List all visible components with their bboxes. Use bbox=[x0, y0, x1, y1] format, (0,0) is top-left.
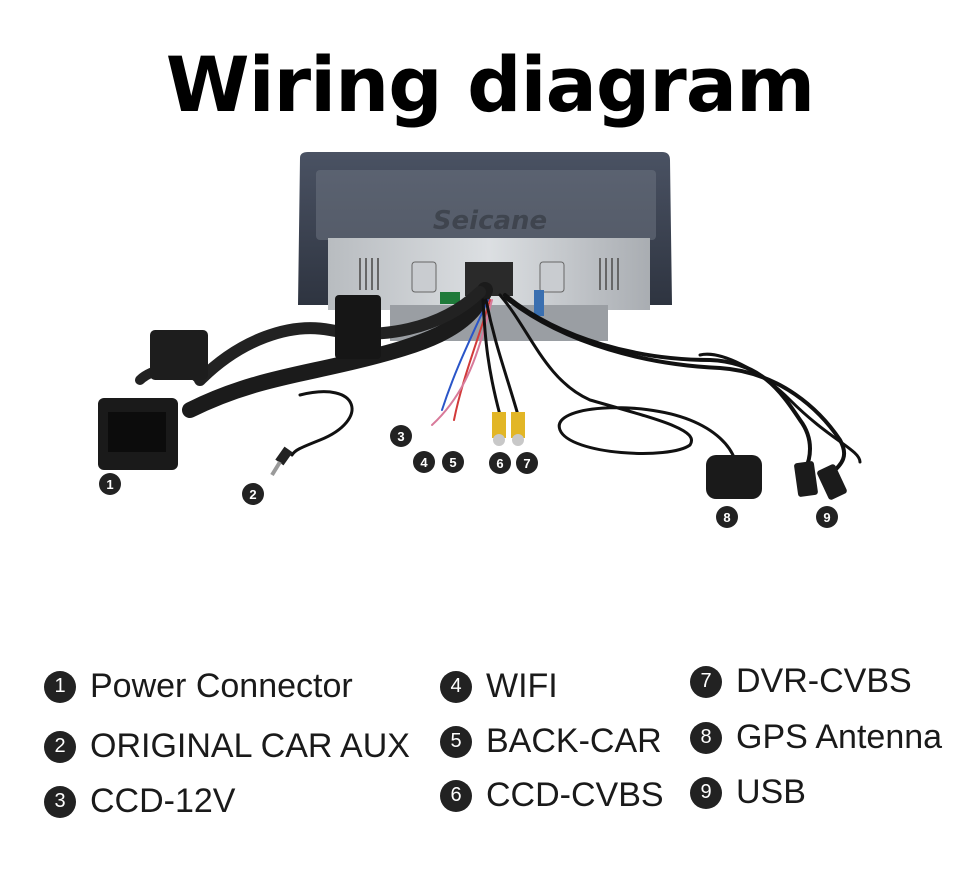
callout-2: 2 bbox=[242, 483, 264, 505]
callout-4: 4 bbox=[413, 451, 435, 473]
legend-item-1: 1 Power Connector bbox=[44, 667, 353, 706]
power-connector-plug bbox=[98, 295, 381, 470]
callout-3: 3 bbox=[390, 425, 412, 447]
legend-label: Power Connector bbox=[90, 667, 353, 705]
gps-antenna bbox=[706, 455, 762, 499]
page-title: Wiring diagram bbox=[165, 40, 815, 129]
callout-8: 8 bbox=[716, 506, 738, 528]
legend-number-badge: 1 bbox=[44, 670, 76, 703]
legend-number-badge: 5 bbox=[440, 725, 472, 758]
callout-9: 9 bbox=[816, 506, 838, 528]
legend-number-badge: 4 bbox=[440, 670, 472, 703]
rca-plugs bbox=[492, 412, 525, 446]
legend-number-badge: 3 bbox=[44, 785, 76, 818]
callout-6: 6 bbox=[489, 452, 511, 474]
svg-text:3: 3 bbox=[397, 429, 404, 444]
legend-item-8: 8 GPS Antenna bbox=[690, 718, 942, 757]
callout-7: 7 bbox=[516, 452, 538, 474]
legend-item-3: 3 CCD-12V bbox=[44, 782, 235, 821]
legend-item-4: 4 WIFI bbox=[440, 667, 558, 706]
svg-text:8: 8 bbox=[723, 510, 730, 525]
brand-logo: Seicane bbox=[433, 206, 547, 236]
callout-1: 1 bbox=[99, 473, 121, 495]
usb-plugs bbox=[794, 461, 847, 500]
legend-item-6: 6 CCD-CVBS bbox=[440, 776, 664, 815]
svg-text:1: 1 bbox=[106, 477, 113, 492]
svg-text:2: 2 bbox=[249, 487, 256, 502]
legend-label: GPS Antenna bbox=[736, 718, 943, 756]
legend-number-badge: 8 bbox=[690, 721, 722, 754]
legend-number-badge: 7 bbox=[690, 665, 722, 698]
svg-text:6: 6 bbox=[496, 456, 503, 471]
legend-label: DVR-CVBS bbox=[736, 662, 912, 700]
svg-text:5: 5 bbox=[449, 455, 456, 470]
legend-item-5: 5 BACK-CAR bbox=[440, 722, 662, 761]
svg-text:7: 7 bbox=[523, 456, 530, 471]
legend-item-9: 9 USB bbox=[690, 773, 806, 812]
svg-text:9: 9 bbox=[823, 510, 830, 525]
legend-item-2: 2 ORIGINAL CAR AUX bbox=[44, 727, 410, 766]
legend-item-7: 7 DVR-CVBS bbox=[690, 662, 912, 701]
wiring-harness bbox=[135, 282, 862, 477]
legend-number-badge: 2 bbox=[44, 730, 76, 763]
legend-label: CCD-12V bbox=[90, 782, 236, 820]
legend-label: USB bbox=[736, 773, 806, 811]
svg-text:4: 4 bbox=[420, 455, 428, 470]
legend-label: ORIGINAL CAR AUX bbox=[90, 727, 410, 765]
legend-number-badge: 6 bbox=[440, 779, 472, 812]
legend-label: CCD-CVBS bbox=[486, 776, 664, 814]
legend-label: BACK-CAR bbox=[486, 722, 662, 760]
legend-number-badge: 9 bbox=[690, 776, 722, 809]
aux-jack bbox=[270, 446, 293, 477]
callout-5: 5 bbox=[442, 451, 464, 473]
legend-label: WIFI bbox=[486, 667, 558, 705]
